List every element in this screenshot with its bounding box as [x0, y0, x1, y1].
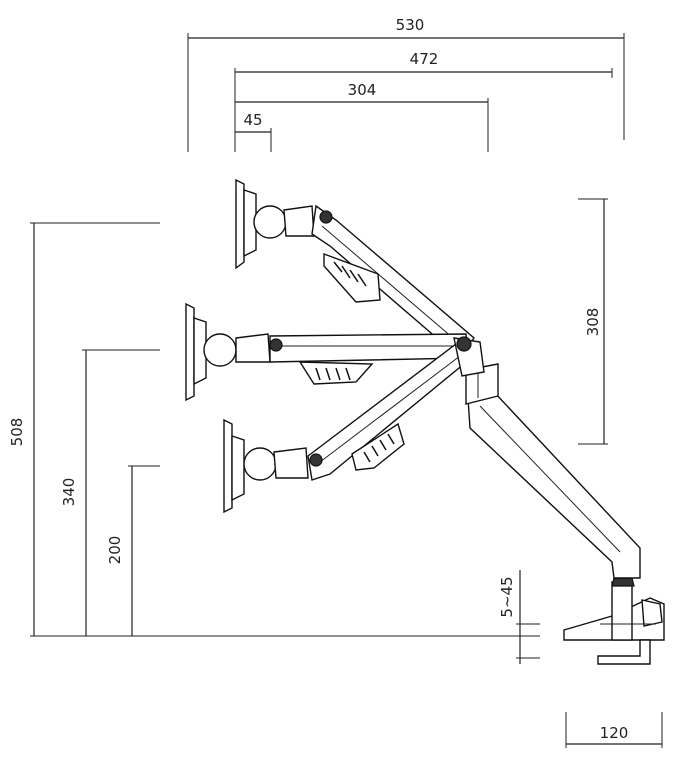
dimension-desk-thickness-label: 5~45: [498, 576, 516, 617]
dimension-308: 308: [578, 198, 608, 445]
dimension-45: 45: [235, 111, 272, 152]
dimension-472-label: 472: [410, 50, 439, 68]
dimension-508: 508: [8, 222, 160, 636]
desk-clamp: [563, 577, 665, 665]
top-arm-vents: [333, 261, 367, 287]
dimension-530-label: 530: [396, 16, 425, 34]
dimension-45-label: 45: [243, 111, 262, 129]
dimension-desk-thickness: 5~45: [498, 570, 540, 664]
dimension-120: 120: [565, 712, 663, 748]
dimension-304-label: 304: [348, 81, 377, 99]
middle-arm-vents: [315, 367, 351, 381]
dimension-304: 304: [235, 81, 489, 152]
monitor-arm-bottom-position: [223, 343, 478, 514]
dimension-308-label: 308: [584, 308, 602, 337]
lower-support-arm: [465, 363, 641, 579]
monitor-arm-top-position: [235, 178, 475, 360]
dimension-530: 530: [187, 16, 625, 152]
dimension-472: 472: [234, 50, 613, 152]
monitor-arm-middle-position: [185, 302, 469, 402]
dimension-340-label: 340: [60, 478, 78, 507]
dimension-340: 340: [60, 349, 160, 636]
dimension-508-label: 508: [8, 418, 26, 447]
dimension-200-label: 200: [106, 536, 124, 565]
pivot-joint: [453, 336, 485, 377]
dimension-120-label: 120: [600, 724, 629, 742]
dimension-200: 200: [106, 465, 160, 636]
bottom-arm-vents: [363, 433, 395, 463]
